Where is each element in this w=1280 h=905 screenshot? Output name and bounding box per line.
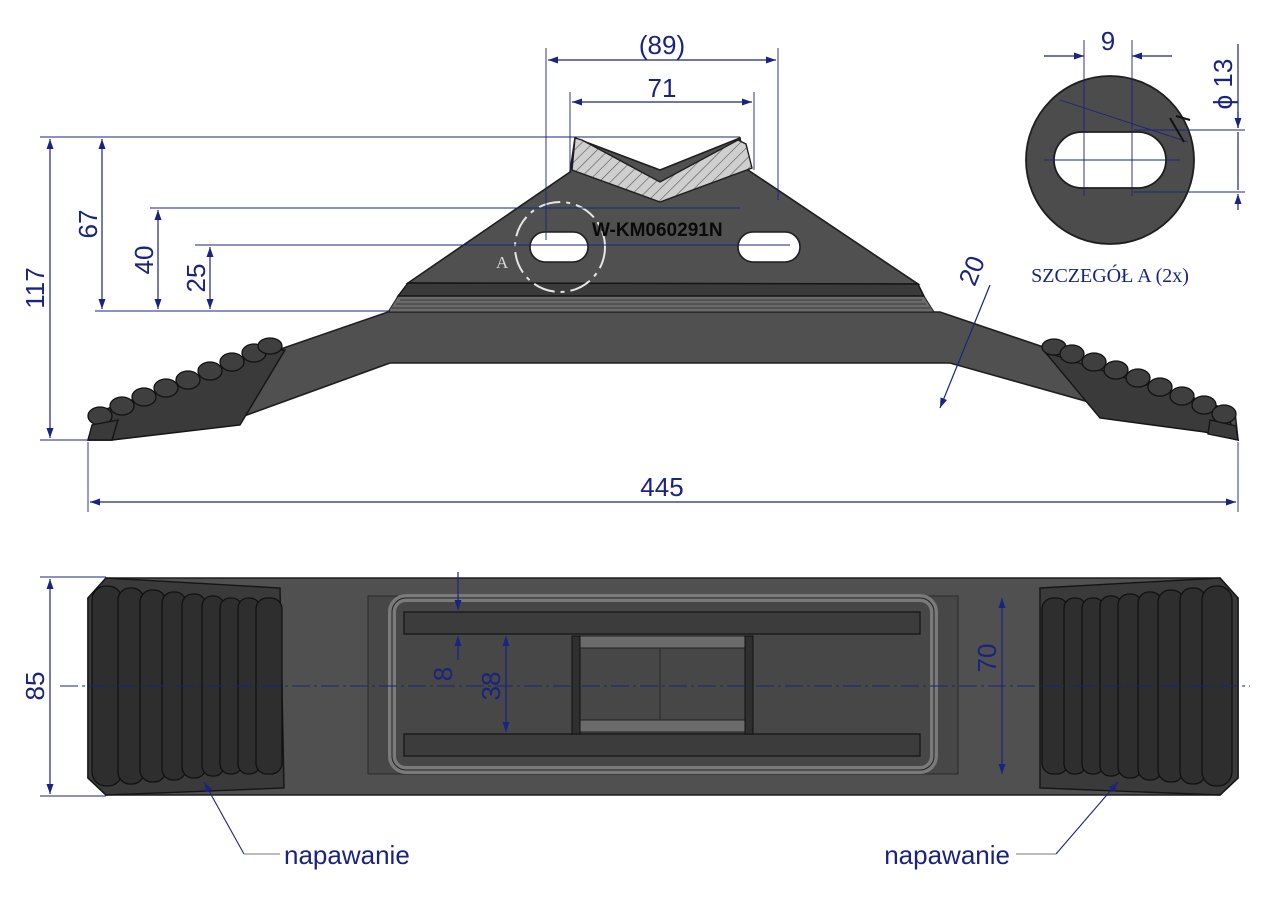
dim-width: 85	[20, 672, 50, 701]
front-view: A W-KM060291N	[86, 136, 1240, 442]
dim-plate-thickness: 8	[428, 667, 458, 681]
dim-inner-width: 70	[972, 644, 1002, 673]
top-center-left-bar	[571, 635, 581, 735]
detail-a-circle	[514, 201, 606, 293]
detail-a-title: SZCZEGÓŁ A (2x)	[1031, 263, 1189, 287]
front-v-section	[571, 137, 753, 203]
top-left-hardfacing	[87, 577, 285, 796]
detail-a-view: 9 ϕ 13 SZCZEGÓŁ A (2x)	[1025, 26, 1245, 287]
front-web	[405, 136, 921, 285]
top-center-right-bar	[744, 635, 754, 735]
top-center-weld-lower	[579, 719, 746, 733]
top-view	[60, 577, 1250, 796]
dim-height-67: 67	[73, 210, 103, 239]
top-lower-plate	[403, 733, 921, 757]
dim-height-40: 40	[129, 246, 159, 275]
hardfacing-labels: napawanie napawanie	[203, 781, 1119, 870]
dim-top-width-ref: (89)	[639, 30, 685, 60]
top-center-weld-upper	[579, 635, 746, 649]
front-right-hardfacing	[1041, 338, 1240, 442]
weld-symbol-icon	[1169, 115, 1191, 143]
part-number-label: W-KM060291N	[592, 220, 723, 241]
dim-holes-spacing: 71	[648, 73, 677, 103]
dim-plate-gap: 38	[476, 672, 506, 701]
front-top-bevel	[396, 282, 926, 297]
dim-slot-length: 9	[1101, 26, 1115, 56]
dim-thickness: 20	[952, 252, 991, 290]
front-weld-texture	[392, 299, 930, 309]
label-left-hardfacing: napawanie	[284, 840, 410, 870]
dim-total-height: 117	[20, 267, 50, 308]
dim-hole-diameter: ϕ 13	[1208, 59, 1238, 110]
top-right-hardfacing	[1039, 577, 1239, 796]
label-right-hardfacing: napawanie	[884, 840, 1010, 870]
top-upper-plate	[403, 611, 921, 635]
front-slot-right	[737, 231, 801, 263]
detail-a-marker: A	[496, 253, 509, 272]
dim-height-25: 25	[181, 264, 211, 293]
dim-overall-length: 445	[640, 472, 683, 502]
front-slot-left	[529, 231, 589, 263]
front-left-hardfacing	[87, 337, 287, 441]
top-dimensions: 85 70 8 38	[20, 572, 1006, 797]
